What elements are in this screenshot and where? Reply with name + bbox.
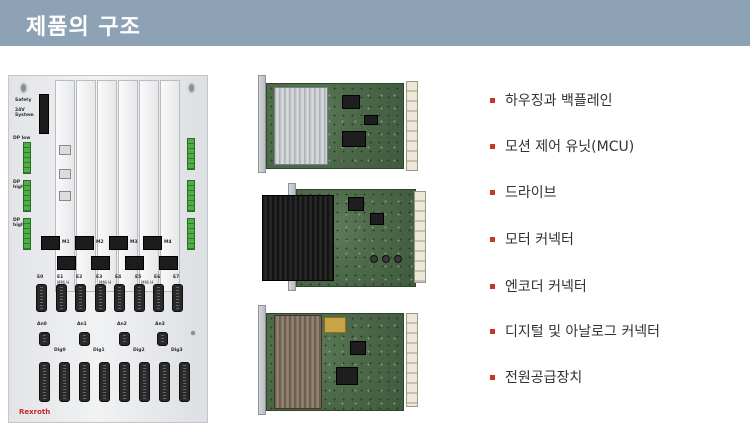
channel-label: E7 — [173, 275, 180, 280]
screw-icon — [190, 330, 196, 336]
feature-label: 모터 커넥터 — [505, 232, 574, 248]
mounting-hole-icon — [19, 82, 28, 94]
digital-connector — [119, 362, 130, 402]
fieldbus-connector — [23, 180, 31, 212]
panel-label: DP low — [13, 136, 31, 141]
analog-label: An1 — [77, 322, 87, 327]
motor-connector — [41, 236, 60, 250]
encoder-connector — [172, 284, 183, 312]
channel-label: E4 — [115, 275, 122, 280]
motor-connector — [109, 236, 128, 250]
module-label: MMi H — [57, 280, 70, 285]
channel-label: E0 — [37, 275, 44, 280]
list-item: 모션 제어 유닛(MCU) — [490, 136, 634, 156]
motor-connector — [75, 236, 94, 250]
encoder-connector — [95, 284, 106, 312]
motor-label: M3 — [130, 240, 138, 245]
mcu-module: MMi H — [55, 80, 75, 292]
digital-connector — [39, 362, 50, 402]
analog-label: An2 — [117, 322, 127, 327]
motor-label: M1 — [62, 240, 70, 245]
fieldbus-connector — [23, 142, 31, 174]
encoder-connector — [153, 284, 164, 312]
bullet-icon — [490, 283, 495, 289]
mounting-hole-icon — [187, 82, 196, 94]
encoder-connector — [75, 284, 86, 312]
digital-connector — [159, 362, 170, 402]
digital-label: Dig0 — [54, 348, 66, 353]
brand-logo: Rexroth — [19, 408, 51, 416]
list-item: 하우징과 백플레인 — [490, 90, 613, 110]
digital-connector — [79, 362, 90, 402]
bullet-icon — [490, 189, 495, 195]
list-item: 디지털 및 아날로그 커넥터 — [490, 321, 660, 341]
drive-board-image — [258, 183, 428, 293]
feature-label: 하우징과 백플레인 — [505, 93, 613, 109]
power-board-image — [258, 305, 420, 415]
motor-label: M4 — [164, 240, 172, 245]
mcu-board-image — [258, 75, 420, 173]
bullet-icon — [490, 374, 495, 380]
channel-label: E3 — [96, 275, 103, 280]
feature-label: 드라이브 — [505, 185, 557, 201]
analog-label: An0 — [37, 322, 47, 327]
feature-label: 전원공급장치 — [505, 370, 583, 386]
digital-connector — [99, 362, 110, 402]
bullet-icon — [490, 328, 495, 334]
panel-label: 24V System — [15, 108, 34, 118]
feature-label: 엔코더 커넥터 — [505, 279, 587, 295]
motor-connector — [125, 256, 144, 270]
encoder-connector — [114, 284, 125, 312]
list-item: 드라이브 — [490, 182, 557, 202]
panel-label: DP high — [13, 180, 25, 190]
module-label: MMi H — [141, 280, 154, 285]
motor-connector — [143, 236, 162, 250]
channel-label: E5 — [135, 275, 142, 280]
list-item: 전원공급장치 — [490, 367, 582, 387]
fieldbus-connector — [187, 218, 195, 250]
page-title: 제품의 구조 — [26, 15, 141, 40]
digital-label: Dig2 — [133, 348, 145, 353]
bullet-icon — [490, 143, 495, 149]
motor-label: M2 — [96, 240, 104, 245]
slot-module — [160, 80, 180, 292]
analog-connector — [119, 332, 130, 346]
digital-label: Dig3 — [171, 348, 183, 353]
fieldbus-connector — [187, 180, 195, 212]
panel-label: Safety — [15, 98, 32, 103]
channel-label: E6 — [154, 275, 161, 280]
digital-label: Dig1 — [93, 348, 105, 353]
module-label: MMi H — [99, 280, 112, 285]
digital-connector — [139, 362, 150, 402]
feature-label: 디지털 및 아날로그 커넥터 — [505, 324, 661, 340]
fieldbus-connector — [23, 218, 31, 250]
analog-connector — [157, 332, 168, 346]
channel-label: E2 — [76, 275, 83, 280]
bullet-icon — [490, 236, 495, 242]
safety-connector — [39, 94, 49, 134]
bullet-icon — [490, 97, 495, 103]
backplane-image: Safety 24V System DP low DP high DP high… — [8, 75, 208, 423]
encoder-connector — [36, 284, 47, 312]
analog-label: An3 — [155, 322, 165, 327]
analog-connector — [79, 332, 90, 346]
analog-connector — [39, 332, 50, 346]
encoder-connector — [56, 284, 67, 312]
panel-label: DP high — [13, 218, 25, 228]
title-bar: 제품의 구조 — [0, 0, 750, 46]
channel-label: E1 — [57, 275, 64, 280]
list-item: 모터 커넥터 — [490, 229, 574, 249]
digital-connector — [179, 362, 190, 402]
list-item: 엔코더 커넥터 — [490, 276, 587, 296]
motor-connector — [57, 256, 76, 270]
feature-label: 모션 제어 유닛(MCU) — [505, 139, 635, 155]
motor-connector — [159, 256, 178, 270]
encoder-connector — [134, 284, 145, 312]
motor-connector — [91, 256, 110, 270]
digital-connector — [59, 362, 70, 402]
fieldbus-connector — [187, 138, 195, 170]
